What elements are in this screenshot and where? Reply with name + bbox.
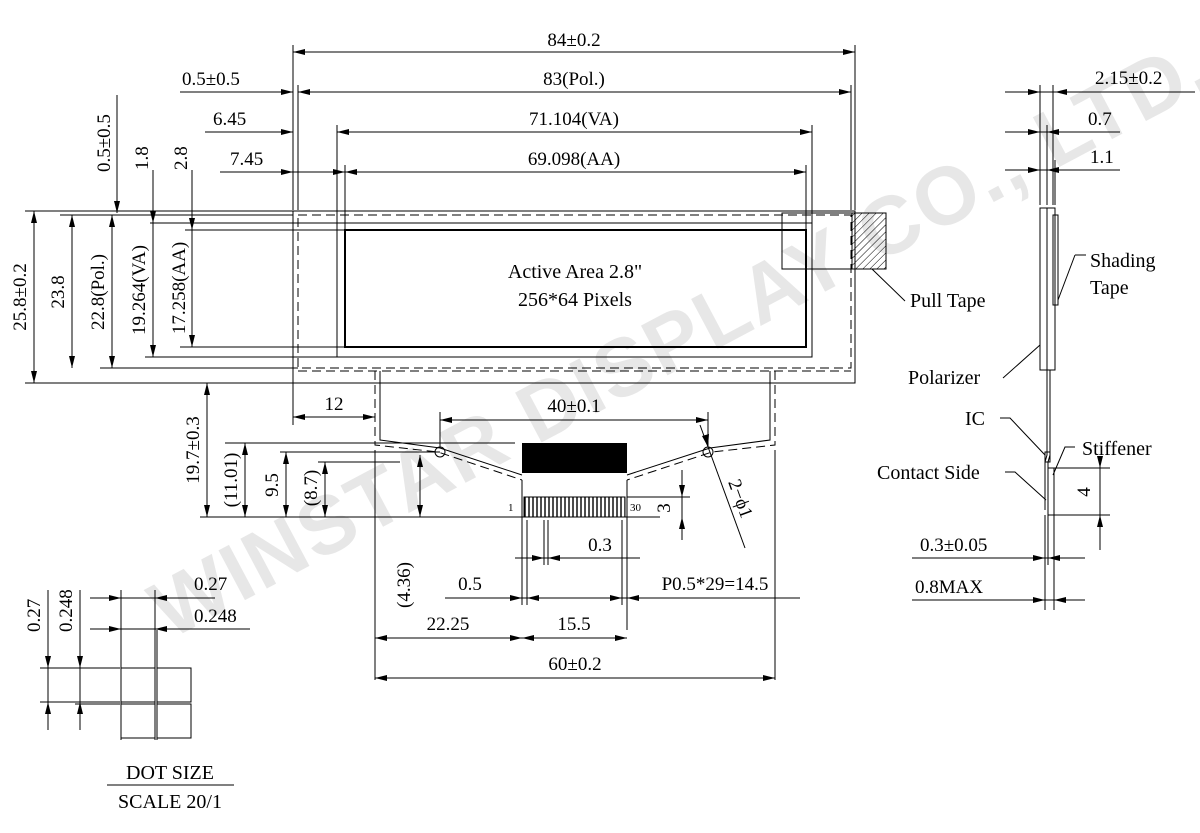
dot-width-label: 0.27 <box>194 574 227 595</box>
dot-size-title: DOT SIZE <box>126 762 214 784</box>
side-view: 2.15±0.2 0.7 1.1 Shading Tape Polarizer … <box>877 68 1195 610</box>
dot-height-label: 0.27 <box>24 599 45 632</box>
active-area-label: Active Area 2.8" <box>508 261 642 283</box>
pixel-count-label: 256*64 Pixels <box>518 289 632 311</box>
left-dimensions: 0.5±0.5 1.8 2.8 25.8±0.2 23.8 22.8(Pol.)… <box>10 95 345 384</box>
dim-va-height: 19.264(VA) <box>129 245 150 335</box>
contact-side-label: Contact Side <box>877 462 980 484</box>
fpc-outline: 1 30 <box>374 371 776 680</box>
dim-va-width: 71.104(VA) <box>529 109 619 130</box>
dim-fpc-length: 19.7±0.3 <box>183 416 204 483</box>
dim-aa-top-offset: 2.8 <box>171 146 192 170</box>
dim-overall-height: 25.8±0.2 <box>10 263 31 330</box>
dim-pol-height: 22.8(Pol.) <box>88 254 109 330</box>
dim-aa-offset: 7.45 <box>230 149 263 170</box>
dim-pol-top-offset: 0.5±0.5 <box>94 114 115 172</box>
dim-pin-edge: 0.5 <box>458 574 482 595</box>
pixel-dot <box>156 703 192 739</box>
pull-tape <box>851 212 887 270</box>
pixel-dot <box>120 703 156 739</box>
dim-pin-height: 3 <box>654 503 675 513</box>
dim-overall-width: 84±0.2 <box>547 30 600 51</box>
dim-left-offset: 22.25 <box>427 614 470 635</box>
dim-11-01: (11.01) <box>221 453 242 508</box>
dim-thk-1-1: 1.1 <box>1090 147 1114 168</box>
dim-pol-offset: 0.5±0.5 <box>182 69 240 90</box>
dim-glass-height: 23.8 <box>48 275 69 308</box>
dim-hole-dia: 2−ϕ1 <box>723 477 756 522</box>
shading-tape-label-2: Tape <box>1090 277 1129 299</box>
shading-tape-label-1: Shading <box>1090 250 1156 272</box>
dim-aa-width: 69.098(AA) <box>528 149 620 170</box>
dot-size-scale: SCALE 20/1 <box>118 791 222 813</box>
pull-tape-label: Pull Tape <box>910 290 986 312</box>
dim-max-thk: 0.8MAX <box>915 577 983 598</box>
dim-contact-width: 15.5 <box>557 614 590 635</box>
polarizer-label: Polarizer <box>908 367 981 389</box>
display-panel: Active Area 2.8" 256*64 Pixels Pull Tape <box>292 210 986 384</box>
dim-9-5: 9.5 <box>262 473 283 497</box>
dim-aa-height: 17.258(AA) <box>169 242 190 334</box>
dim-stiffener-len: 4 <box>1074 487 1095 497</box>
stiffener-label: Stiffener <box>1082 438 1152 460</box>
dot-size-detail: 0.27 0.248 0.27 0.248 DOT SIZE SCALE 20/… <box>24 574 250 813</box>
fpc-dimensions: 12 40±0.1 19.7±0.3 (11.01) 9.5 (8.7) <box>183 383 800 681</box>
top-dimensions: 84±0.2 83(Pol.) 0.5±0.5 71.104(VA) 6.45 … <box>180 30 856 230</box>
dim-fpc-thk: 0.3±0.05 <box>920 535 987 556</box>
dim-8-7: (8.7) <box>301 470 322 506</box>
contact-pins <box>523 496 626 518</box>
dim-4-36: (4.36) <box>394 562 415 608</box>
pixel-dot <box>156 667 192 703</box>
dim-pin-width: 0.3 <box>588 535 612 556</box>
dim-hole-pitch: 40±0.1 <box>547 396 600 417</box>
dim-thk-0-7: 0.7 <box>1088 109 1112 130</box>
ic-label: IC <box>965 408 985 430</box>
pixel-dot <box>120 667 156 703</box>
dim-va-top-offset: 1.8 <box>132 146 153 170</box>
dot-height-inner-label: 0.248 <box>56 589 77 632</box>
dim-pin-pitch: P0.5*29=14.5 <box>662 574 769 595</box>
pin1-label: 1 <box>508 502 514 514</box>
pin30-label: 30 <box>630 502 642 514</box>
dim-polarizer-width: 83(Pol.) <box>543 69 605 90</box>
dot-width-inner-label: 0.248 <box>194 606 237 627</box>
dim-va-offset: 6.45 <box>213 109 246 130</box>
dim-fpc-offset: 12 <box>325 394 344 415</box>
dim-fpc-width: 60±0.2 <box>548 654 601 675</box>
ic-chip <box>522 443 627 473</box>
dim-total-thickness: 2.15±0.2 <box>1095 68 1162 89</box>
